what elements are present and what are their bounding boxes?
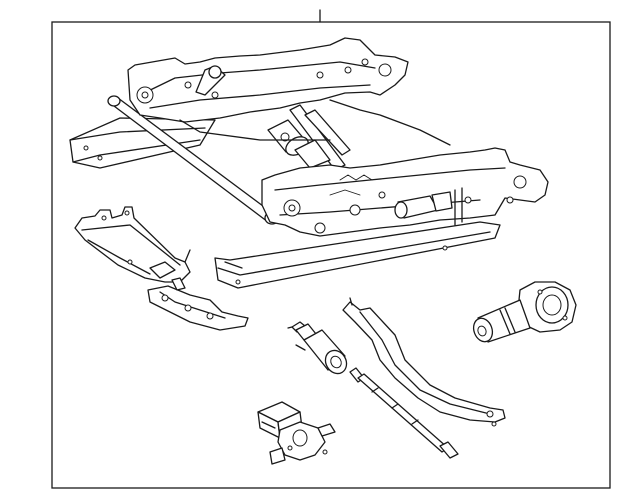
small-actuator-motor xyxy=(257,401,336,465)
adjust-motor-right xyxy=(472,281,577,343)
left-side-bracket xyxy=(74,206,191,283)
solenoid-motor xyxy=(287,321,348,375)
lower-mount-bracket xyxy=(147,277,249,331)
diagram-border xyxy=(51,21,611,489)
drive-cable-rod xyxy=(349,367,459,459)
guide-rail-arm xyxy=(342,297,506,427)
seat-adjuster-frame xyxy=(69,37,549,289)
